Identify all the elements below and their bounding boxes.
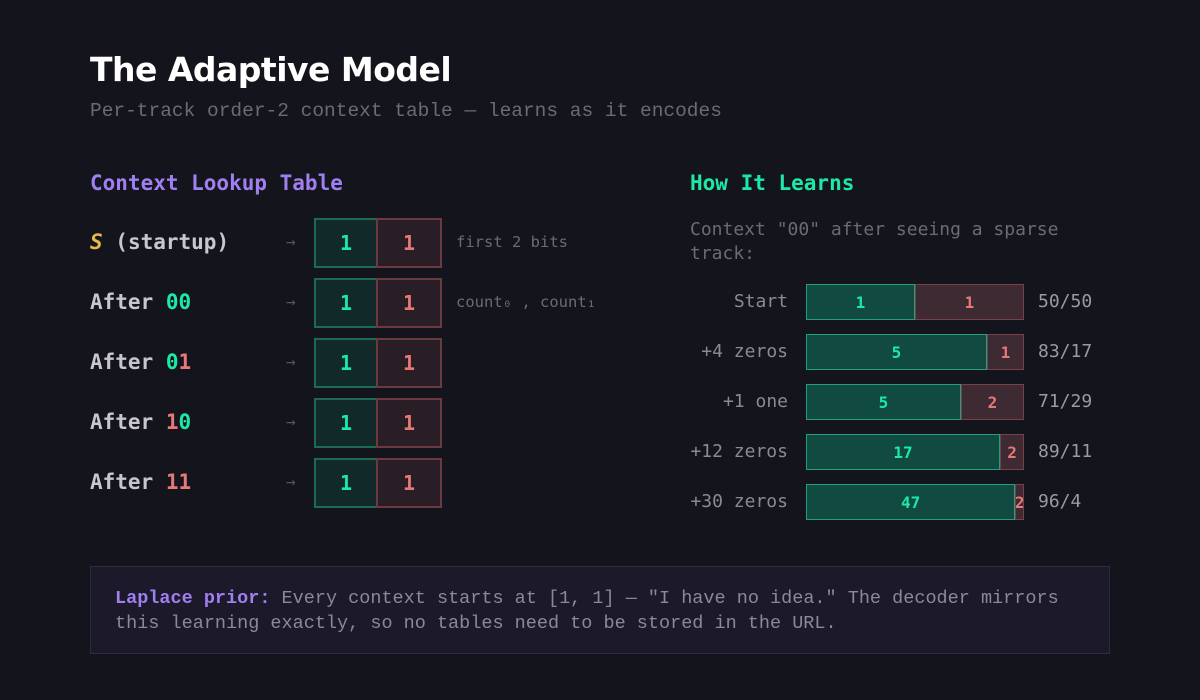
learning-row: Start 1 1 50/50 bbox=[680, 284, 1120, 320]
laplace-prior-note: Laplace prior: Every context starts at [… bbox=[90, 566, 1110, 654]
page-subtitle: Per-track order-2 context table — learns… bbox=[90, 100, 722, 122]
context-row: S (startup) → 1 1 first 2 bits bbox=[90, 218, 650, 268]
context-row: After 10 → 1 1 bbox=[90, 398, 650, 448]
count1-cell: 1 bbox=[376, 338, 442, 388]
context-label: After 11 bbox=[90, 470, 191, 494]
learning-row: +4 zeros 5 1 83/17 bbox=[680, 334, 1120, 370]
context-label: S (startup) bbox=[90, 230, 229, 254]
step-label: +1 one bbox=[722, 391, 788, 412]
context-label: After 01 bbox=[90, 350, 191, 374]
learning-description: Context "00" after seeing a sparse track… bbox=[690, 219, 1059, 264]
arrow-icon: → bbox=[286, 232, 296, 251]
context-row: After 01 → 1 1 bbox=[90, 338, 650, 388]
zero-count-segment: 5 bbox=[806, 334, 987, 370]
count1-cell: 1 bbox=[376, 218, 442, 268]
count0-cell: 1 bbox=[314, 458, 378, 508]
context-label-text: After bbox=[90, 350, 166, 374]
arrow-icon: → bbox=[286, 412, 296, 431]
learning-row: +12 zeros 17 2 89/11 bbox=[680, 434, 1120, 470]
probability-ratio: 96/4 bbox=[1038, 491, 1082, 512]
context-bits: 01 bbox=[166, 350, 191, 374]
context-bit: 0 bbox=[178, 410, 192, 434]
count1-cell: 1 bbox=[376, 398, 442, 448]
arrow-icon: → bbox=[286, 352, 296, 371]
step-label: +4 zeros bbox=[701, 341, 788, 362]
one-count-segment: 2 bbox=[1000, 434, 1024, 470]
zero-count-segment: 5 bbox=[806, 384, 961, 420]
step-label: +30 zeros bbox=[690, 491, 788, 512]
probability-ratio: 89/11 bbox=[1038, 441, 1093, 462]
context-label-text: After bbox=[90, 290, 166, 314]
learning-row: +1 one 5 2 71/29 bbox=[680, 384, 1120, 420]
count1-cell: 1 bbox=[376, 458, 442, 508]
step-label: +12 zeros bbox=[690, 441, 788, 462]
learning-row: +30 zeros 47 2 96/4 bbox=[680, 484, 1120, 520]
one-count-segment: 2 bbox=[1015, 484, 1024, 520]
startup-symbol: S bbox=[90, 230, 103, 254]
arrow-icon: → bbox=[286, 292, 296, 311]
context-label: After 10 bbox=[90, 410, 191, 434]
context-bit: 1 bbox=[178, 350, 192, 374]
probability-bar: 17 2 bbox=[806, 434, 1024, 470]
context-bit: 0 bbox=[178, 290, 192, 314]
count0-cell: 1 bbox=[314, 218, 378, 268]
probability-bar: 1 1 bbox=[806, 284, 1024, 320]
note-label: Laplace prior: bbox=[115, 588, 271, 609]
context-label-text: After bbox=[90, 410, 166, 434]
context-bit: 1 bbox=[178, 470, 192, 494]
note-text: Every context starts at [1, 1] — "I have… bbox=[115, 588, 1059, 634]
probability-ratio: 71/29 bbox=[1038, 391, 1093, 412]
probability-bar: 5 2 bbox=[806, 384, 1024, 420]
one-count-segment: 1 bbox=[915, 284, 1024, 320]
context-label-text: After bbox=[90, 470, 166, 494]
context-bit: 0 bbox=[165, 350, 179, 374]
context-table-heading: Context Lookup Table bbox=[90, 171, 343, 195]
zero-count-segment: 47 bbox=[806, 484, 1016, 520]
arrow-icon: → bbox=[286, 472, 296, 491]
zero-count-segment: 17 bbox=[806, 434, 1001, 470]
count0-cell: 1 bbox=[314, 338, 378, 388]
probability-bar: 5 1 bbox=[806, 334, 1024, 370]
context-label-text: (startup) bbox=[102, 230, 230, 254]
probability-ratio: 50/50 bbox=[1038, 291, 1093, 312]
row-note: count₀ , count₁ bbox=[456, 293, 596, 311]
probability-ratio: 83/17 bbox=[1038, 341, 1093, 362]
context-row: After 00 → 1 1 count₀ , count₁ bbox=[90, 278, 650, 328]
count1-cell: 1 bbox=[376, 278, 442, 328]
context-bits: 00 bbox=[166, 290, 191, 314]
probability-bar: 47 2 bbox=[806, 484, 1024, 520]
how-it-learns-heading: How It Learns bbox=[690, 171, 855, 195]
context-label: After 00 bbox=[90, 290, 191, 314]
context-bit: 0 bbox=[165, 290, 179, 314]
step-label: Start bbox=[733, 291, 788, 312]
count0-cell: 1 bbox=[314, 278, 378, 328]
context-bits: 11 bbox=[166, 470, 191, 494]
one-count-segment: 2 bbox=[960, 384, 1024, 420]
page-title: The Adaptive Model bbox=[90, 50, 452, 89]
count0-cell: 1 bbox=[314, 398, 378, 448]
context-bit: 1 bbox=[165, 410, 179, 434]
row-note: first 2 bits bbox=[456, 233, 568, 251]
context-bit: 1 bbox=[165, 470, 179, 494]
zero-count-segment: 1 bbox=[806, 284, 915, 320]
one-count-segment: 1 bbox=[986, 334, 1024, 370]
context-bits: 10 bbox=[166, 410, 191, 434]
context-row: After 11 → 1 1 bbox=[90, 458, 650, 508]
